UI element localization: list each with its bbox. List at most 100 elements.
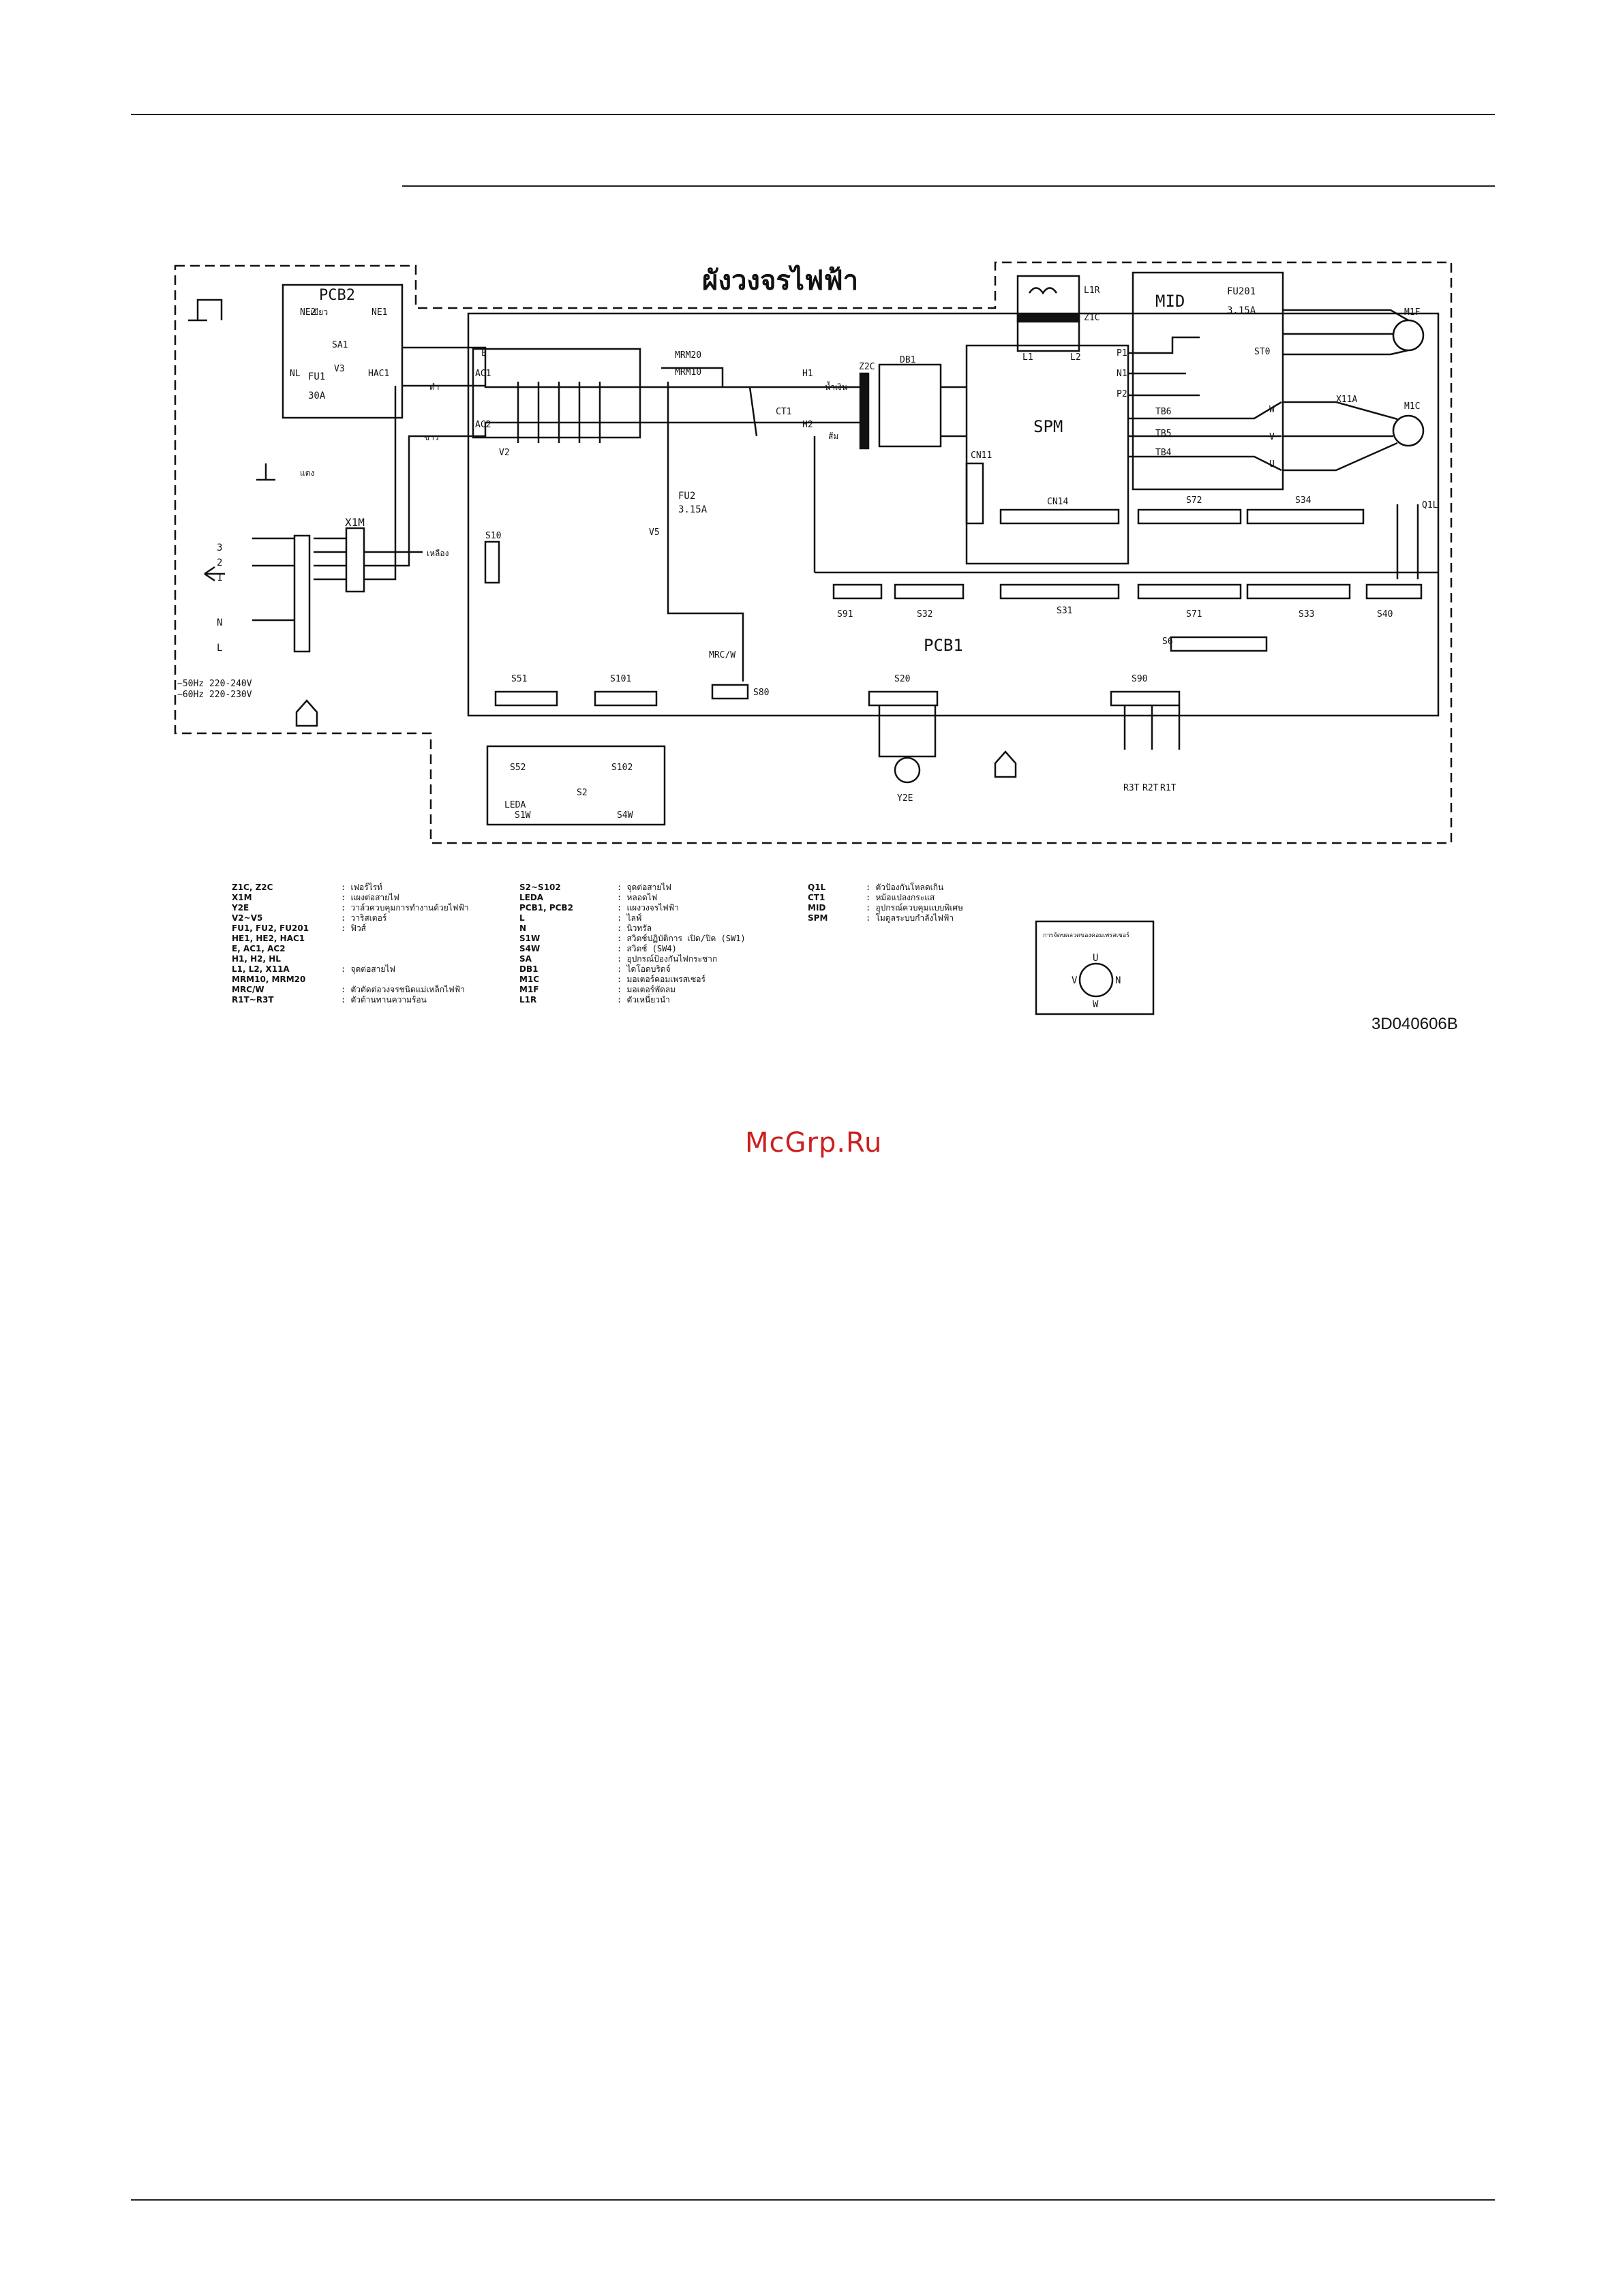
terminal-s90: S90: [1132, 674, 1147, 684]
supply-line-2: ~60Hz 220-230V: [177, 690, 252, 700]
header-rule-section: [402, 185, 1495, 187]
terminal-nl: NL: [290, 369, 301, 379]
legend-code: L1, L2, X11A: [232, 964, 290, 974]
legend-desc: : มอเตอร์พัดลม: [617, 985, 676, 994]
drawing-code: 3D040606B: [1371, 1015, 1458, 1033]
phase-n: N: [1115, 975, 1121, 986]
terminal-m1c: M1C: [1404, 401, 1420, 412]
display-pcb-box: [486, 745, 666, 826]
legend-desc: : วาริสเตอร์: [341, 913, 387, 923]
terminal-s33: S33: [1299, 609, 1314, 619]
legend-desc: : นิวทรัล: [617, 923, 652, 933]
legend-desc: : สวิตช์ (SW4): [617, 944, 677, 953]
x1m-pin-n: N: [217, 617, 222, 628]
z2c-ferrite: [859, 372, 870, 450]
terminal-sa1: SA1: [332, 340, 348, 350]
terminal-p1: P1: [1117, 348, 1127, 358]
phase-box: [1035, 920, 1155, 1015]
s80-block: [711, 684, 749, 700]
legend-code: H1, H2, HL: [232, 954, 281, 964]
legend-code: R1T~R3T: [232, 995, 274, 1005]
mid-box: [1132, 271, 1284, 491]
s71-block: [1137, 583, 1242, 600]
pcb1-area: [467, 312, 1440, 717]
terminal-st0: ST0: [1254, 347, 1270, 357]
legend-code: M1F: [519, 985, 539, 994]
watermark: McGrp.Ru: [745, 1127, 883, 1159]
wire-color-4: เหลือง: [427, 549, 449, 558]
header-rule-top: [131, 114, 1495, 115]
fu1-label: FU1: [308, 371, 325, 382]
wire-color-5: น้ำเงิน: [825, 381, 847, 392]
terminal-z2c: Z2C: [859, 362, 875, 372]
terminal-s4w: S4W: [617, 810, 633, 821]
l1r-box: [1016, 275, 1080, 352]
spm-box: [965, 344, 1129, 565]
legend-code: S2~S102: [519, 883, 561, 892]
terminal-p2: P2: [1117, 389, 1127, 399]
terminal-y2e: Y2E: [897, 793, 913, 803]
phase-w: W: [1093, 999, 1099, 1010]
wire-color-2: ขาว: [424, 433, 439, 442]
fu2-rating: 3.15A: [678, 504, 708, 515]
legend-code: L1R: [519, 995, 536, 1005]
terminal-s51: S51: [511, 674, 527, 684]
spm-label: SPM: [1033, 417, 1063, 436]
terminal-tb4: TB4: [1155, 448, 1172, 458]
terminal-q1l: Q1L: [1422, 500, 1438, 510]
legend-code: V2~V5: [232, 913, 262, 923]
y2e-valve: [894, 756, 921, 784]
terminal-x11a: X11A: [1336, 395, 1357, 405]
legend-desc: : ฟิวส์: [341, 923, 367, 933]
diagram-title: ผังวงจรไฟฟ้า: [702, 264, 858, 296]
s6-block: [1170, 636, 1268, 652]
s20-block: [868, 690, 939, 707]
terminal-v3: V3: [334, 364, 345, 374]
s10-block: [484, 540, 500, 584]
supply-line-1: ~50Hz 220-240V: [177, 679, 252, 689]
x1m-pin-3: 3: [217, 542, 222, 553]
terminal-s32: S32: [917, 609, 932, 619]
legend-desc: : หลอดไฟ: [617, 893, 657, 902]
legend-desc: : หม้อแปลงกระแส: [866, 893, 935, 902]
wire-color-1: ดำ: [429, 382, 440, 392]
s72-block: [1137, 508, 1242, 525]
terminal-cn14: CN14: [1047, 497, 1068, 507]
z1c-ferrite: [1016, 313, 1080, 323]
x1m-pin-2: 2: [217, 557, 222, 568]
legend-desc: : ไลฟ์: [617, 913, 641, 923]
legend-code: MID: [808, 903, 825, 913]
legend-desc: : วาล์วควบคุมการทำงานด้วยไฟฟ้า: [341, 903, 469, 913]
s32-block: [894, 583, 965, 600]
terminal-m1f: M1F: [1404, 307, 1421, 318]
legend-code: SPM: [808, 913, 828, 923]
legend-desc: : เฟอร์ไรท์: [341, 883, 382, 892]
terminal-ac1: AC1: [475, 369, 491, 379]
legend-code: M1C: [519, 975, 539, 984]
legend-code: CT1: [808, 893, 825, 902]
legend-code: E, AC1, AC2: [232, 944, 286, 953]
legend-desc: : อุปกรณ์ควบคุมแบบพิเศษ: [866, 903, 963, 913]
terminal-v2: V2: [499, 448, 510, 458]
legend-code: SA: [519, 954, 532, 964]
x1m-pin-1: 1: [217, 572, 222, 583]
wire-color-6: ส้ม: [828, 431, 838, 441]
s31-block: [999, 583, 1120, 600]
legend-desc: : จุดต่อสายไฟ: [341, 964, 395, 975]
fu1-rating: 30A: [308, 391, 326, 401]
legend-code: MRC/W: [232, 985, 264, 994]
legend-desc: : สวิตช์ปฏิบัติการ เปิด/ปิด (SW1): [617, 934, 746, 943]
terminal-s71: S71: [1186, 609, 1202, 619]
fu201-rating: 3.15A: [1227, 305, 1256, 316]
terminal-ac2: AC2: [475, 420, 491, 430]
phase-u: U: [1093, 953, 1098, 964]
fu201-label: FU201: [1227, 286, 1256, 297]
legend-code: L: [519, 913, 525, 923]
terminal-hac1: HAC1: [368, 369, 389, 379]
terminal-ne2: NE2: [300, 307, 316, 318]
legend-code: S1W: [519, 934, 540, 943]
legend-desc: : ตัวต้านทานความร้อน: [341, 995, 427, 1005]
terminal-s40: S40: [1377, 609, 1393, 619]
wire-color-0: เขียว: [310, 307, 328, 317]
legend-desc: : โมดูลระบบกำลังไฟฟ้า: [866, 913, 954, 923]
